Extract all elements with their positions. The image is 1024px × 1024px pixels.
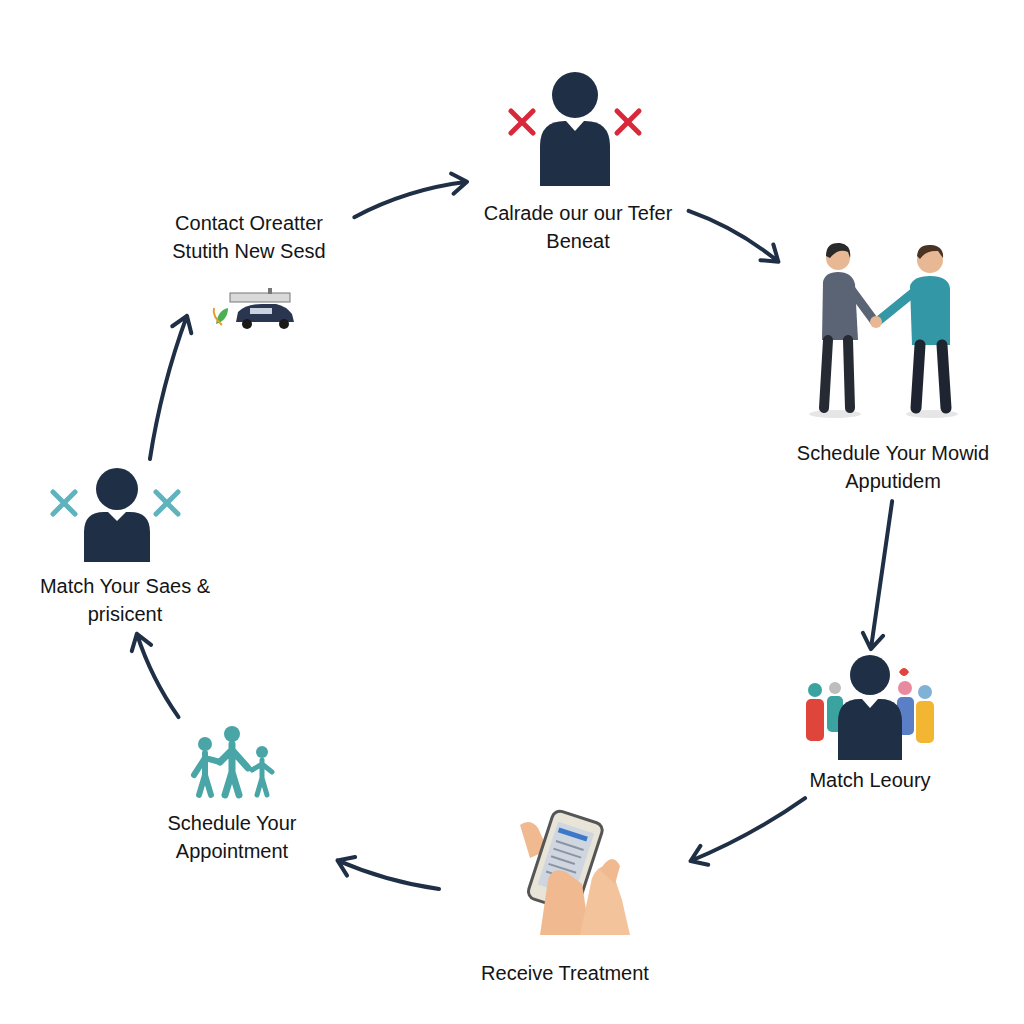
step-node: Contact Oreatter Stutith New Sesd xyxy=(149,210,349,310)
step-node: Match Leoury xyxy=(770,655,970,795)
family-icon xyxy=(194,726,272,795)
flow-arrow xyxy=(338,857,440,889)
car-icon xyxy=(214,288,294,329)
flow-arrow xyxy=(354,174,467,218)
step-label: Schedule Your Mowid Apputidem xyxy=(783,440,1003,495)
crowd-icon xyxy=(806,655,934,760)
flow-arrow xyxy=(689,211,779,262)
flow-arrow xyxy=(691,798,806,865)
step-label: Match Your Saes & prisicent xyxy=(25,573,225,628)
step-label: Schedule Your Appointment xyxy=(132,810,332,865)
step-node: Schedule Your Mowid Apputidem xyxy=(783,240,1003,495)
person-icon xyxy=(53,468,178,562)
step-label: Calrade our our Tefer Beneat xyxy=(473,200,683,255)
step-label: Contact Oreatter Stutith New Sesd xyxy=(149,210,349,265)
flow-arrow xyxy=(863,501,892,649)
step-node: Schedule Your Appointment xyxy=(132,722,332,865)
flow-arrow xyxy=(132,634,179,717)
step-label: Receive Treatment xyxy=(445,960,685,988)
flow-arrow xyxy=(150,316,191,459)
step-node: Receive Treatment xyxy=(445,810,685,988)
person-icon xyxy=(511,72,639,186)
step-label: Match Leoury xyxy=(770,767,970,795)
handshake-icon xyxy=(809,243,958,418)
step-node: Calrade our our Tefer Beneat xyxy=(473,70,683,255)
phone-icon xyxy=(520,809,630,935)
step-node: Match Your Saes & prisicent xyxy=(25,465,225,628)
